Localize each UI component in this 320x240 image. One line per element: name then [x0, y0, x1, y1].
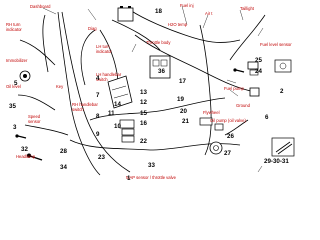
part-number-15: 15 [140, 110, 147, 117]
part-number-22: 22 [140, 138, 147, 145]
label-flywheel: Flywheel [203, 110, 220, 115]
part-number-13: 13 [140, 89, 147, 96]
label-oil-level: Oil level [6, 84, 21, 89]
label-oil-pump-oil-valve: Oil pump (oil valve) [210, 118, 246, 123]
screw-icon [27, 153, 43, 161]
wire-harness [17, 9, 266, 176]
part-number-24: 24 [255, 68, 262, 75]
part-number-2: 2 [280, 88, 284, 95]
part-number-10: 10 [114, 123, 121, 130]
screw-icon [15, 134, 27, 139]
part-number-21: 21 [182, 118, 189, 125]
part-number-29-30-31: 29-30-31 [264, 158, 289, 165]
part-number-1: 1 [127, 175, 131, 182]
bracket-icon [107, 75, 133, 109]
label-taillight: Taillight [240, 6, 254, 11]
part-number-7: 7 [96, 92, 100, 99]
label-lh-turn-indicator: LH turn indicator [96, 44, 112, 54]
label-air-t: Air t [205, 11, 213, 16]
part-number-3: 3 [13, 124, 17, 131]
connector-icon [249, 87, 260, 97]
part-number-11: 11 [108, 110, 115, 117]
part-number-17: 17 [179, 78, 186, 85]
part-number-18: 18 [155, 8, 162, 15]
sensor-icon [209, 141, 223, 155]
label-map-sensor: MAP sensor / throttle valve [126, 175, 176, 180]
part-number-26: 26 [227, 133, 234, 140]
part-number-19: 19 [177, 96, 184, 103]
connector-icon [119, 119, 135, 143]
part-number-16: 16 [140, 120, 147, 127]
part-number-34: 34 [60, 164, 67, 171]
screw-icon [233, 68, 245, 73]
part-number-20: 20 [180, 108, 187, 115]
part-number-36: 36 [158, 68, 165, 75]
label-diag: Diag [88, 26, 97, 31]
part-number-9: 9 [96, 131, 100, 138]
label-ground: Ground [236, 103, 250, 108]
clamp-icon [274, 59, 292, 73]
label-dashboard: Dashboard [30, 4, 51, 9]
part-number-32: 32 [21, 146, 28, 153]
part-number-14: 14 [114, 101, 121, 108]
label-speed-sensor: Speed sensor [28, 114, 41, 124]
connector-icon [199, 117, 224, 131]
label-key: Key [56, 84, 64, 89]
sensor-icon [19, 70, 31, 82]
label-fuel-pump: Fuel pump [224, 86, 244, 91]
part-number-5: 5 [14, 80, 18, 87]
part-number-12: 12 [140, 99, 147, 106]
label-fuel-level-sensor: Fuel level sensor [260, 42, 292, 47]
part-number-23: 23 [98, 154, 105, 161]
cable-tie-icon [271, 137, 295, 157]
part-number-25: 25 [255, 57, 262, 64]
relay-icon [149, 55, 171, 79]
part-number-27: 27 [224, 150, 231, 157]
label-h2o-temp: H2O temp [168, 22, 188, 27]
wiring-diagram [15, 5, 295, 176]
label-lh-handlebar-switch: LH handlebar switch [96, 72, 122, 82]
part-number-35: 35 [9, 103, 16, 110]
part-number-28: 28 [60, 148, 67, 155]
part-number-6: 6 [265, 114, 269, 121]
connector-icon [247, 61, 259, 76]
label-fuel-inj: Fuel inj [180, 3, 194, 8]
label-rh-handlebar-switch: RH handlebar switch [72, 102, 98, 112]
label-headlamp: Headlamp [16, 154, 36, 159]
part-number-33: 33 [148, 162, 155, 169]
callout-leaders [42, 5, 264, 173]
battery-icon [117, 6, 134, 22]
part-number-4: 4 [96, 75, 100, 82]
label-rh-turn-indicator: RH turn indicator [6, 22, 22, 32]
label-throttle-body: Throttle body [146, 40, 171, 45]
part-number-8: 8 [96, 113, 100, 120]
label-immobilizer: Immobilizer [6, 58, 28, 63]
